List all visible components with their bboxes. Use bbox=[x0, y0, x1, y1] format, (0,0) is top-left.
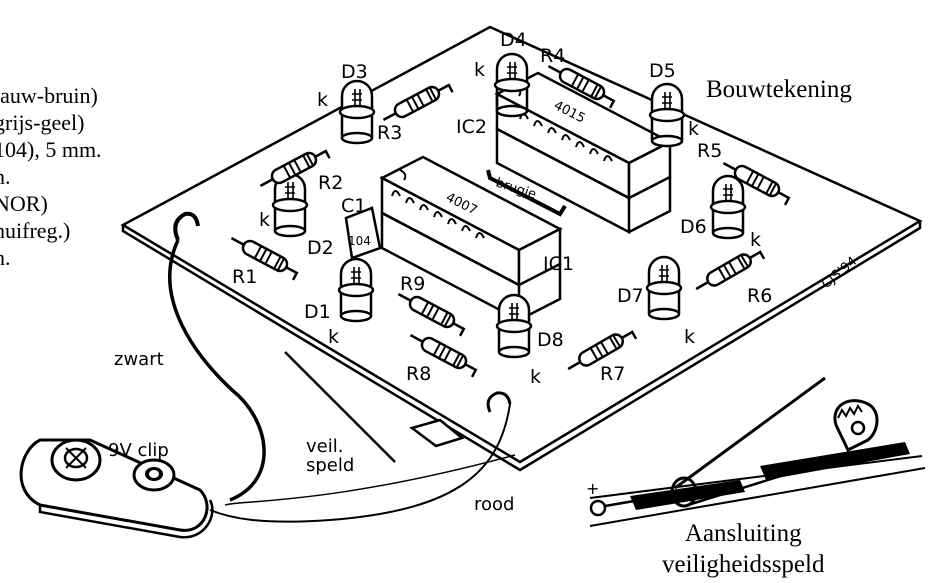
pcb-edge bbox=[121, 221, 922, 472]
parts-list-line: n. bbox=[0, 164, 11, 189]
label-r6: R6 bbox=[747, 285, 772, 307]
label-pin-2: speld bbox=[306, 455, 354, 476]
safety-pin-detail bbox=[589, 376, 926, 527]
label-k-d2: k bbox=[259, 209, 270, 231]
led-d7 bbox=[645, 255, 683, 321]
label-ic2: IC2 bbox=[456, 116, 487, 138]
pin-caption-line1: Aansluiting bbox=[684, 520, 802, 547]
red-wire-outline bbox=[224, 454, 516, 506]
red-wire bbox=[209, 403, 511, 523]
parts-list-line: NOR) bbox=[0, 191, 48, 216]
label-k-d5: k bbox=[688, 118, 699, 140]
wire-hook-black bbox=[173, 211, 200, 241]
parts-list-line: huifreg.) bbox=[0, 218, 71, 243]
parts-list: lauw-bruin) grijs-geel) 104), 5 mm. n. N… bbox=[0, 82, 102, 271]
led-d1 bbox=[337, 257, 375, 323]
parts-list-line: lauw-bruin) bbox=[0, 83, 98, 108]
wire-hook-red bbox=[486, 391, 512, 413]
ic1-chip: 4007 bbox=[379, 155, 563, 323]
label-d6: D6 bbox=[680, 216, 707, 238]
label-k-d4: k bbox=[474, 59, 485, 81]
label-k-d8: k bbox=[530, 366, 541, 388]
label-plus: + bbox=[586, 479, 599, 498]
parts-list-line: 104), 5 mm. bbox=[0, 137, 102, 162]
led-d3 bbox=[338, 79, 376, 145]
label-k-d3: k bbox=[317, 89, 328, 111]
pin-caption: Aansluiting veiligheidsspeld bbox=[662, 518, 824, 580]
label-c1: C1 bbox=[341, 195, 366, 217]
led-d4 bbox=[493, 52, 531, 118]
label-k-d1: k bbox=[328, 326, 339, 348]
label-r7: R7 bbox=[600, 363, 625, 385]
label-d4: D4 bbox=[500, 29, 527, 51]
parts-list-line: n. bbox=[0, 245, 11, 270]
label-r9: R9 bbox=[400, 273, 425, 295]
safety-pin-line bbox=[284, 351, 396, 463]
label-ic1: IC1 bbox=[543, 253, 574, 275]
black-wire bbox=[168, 239, 266, 502]
label-red-wire: rood bbox=[474, 494, 514, 515]
label-r8: R8 bbox=[406, 363, 431, 385]
label-battery-clip: 9V clip bbox=[108, 440, 169, 461]
label-d8: D8 bbox=[537, 329, 564, 351]
battery-clip bbox=[19, 438, 214, 539]
led-d8 bbox=[495, 293, 533, 359]
label-d2: D2 bbox=[307, 237, 334, 259]
label-r3: R3 bbox=[377, 122, 402, 144]
label-d5: D5 bbox=[649, 60, 676, 82]
label-pin-1: veil. bbox=[306, 436, 343, 457]
c1-capacitor: 104 bbox=[344, 206, 382, 260]
led-d5 bbox=[648, 82, 686, 148]
pin-slot bbox=[409, 418, 465, 448]
label-d1: D1 bbox=[304, 301, 331, 323]
label-r5: R5 bbox=[697, 140, 722, 162]
c1-value: 104 bbox=[348, 234, 371, 248]
label-r1: R1 bbox=[232, 266, 257, 288]
drawing-title: Bouwtekening bbox=[706, 76, 852, 103]
pin-caption-line2: veiligheidsspeld bbox=[662, 551, 825, 578]
label-d3: D3 bbox=[341, 61, 368, 83]
label-black-wire: zwart bbox=[114, 349, 164, 370]
label-k-d7: k bbox=[684, 326, 695, 348]
label-r4: R4 bbox=[540, 45, 565, 67]
led-d6 bbox=[709, 174, 747, 240]
bridge-wire bbox=[486, 169, 567, 217]
label-d7: D7 bbox=[617, 285, 644, 307]
parts-list-line: grijs-geel) bbox=[0, 110, 85, 135]
label-k-d6: k bbox=[750, 229, 761, 251]
label-r2: R2 bbox=[318, 172, 343, 194]
